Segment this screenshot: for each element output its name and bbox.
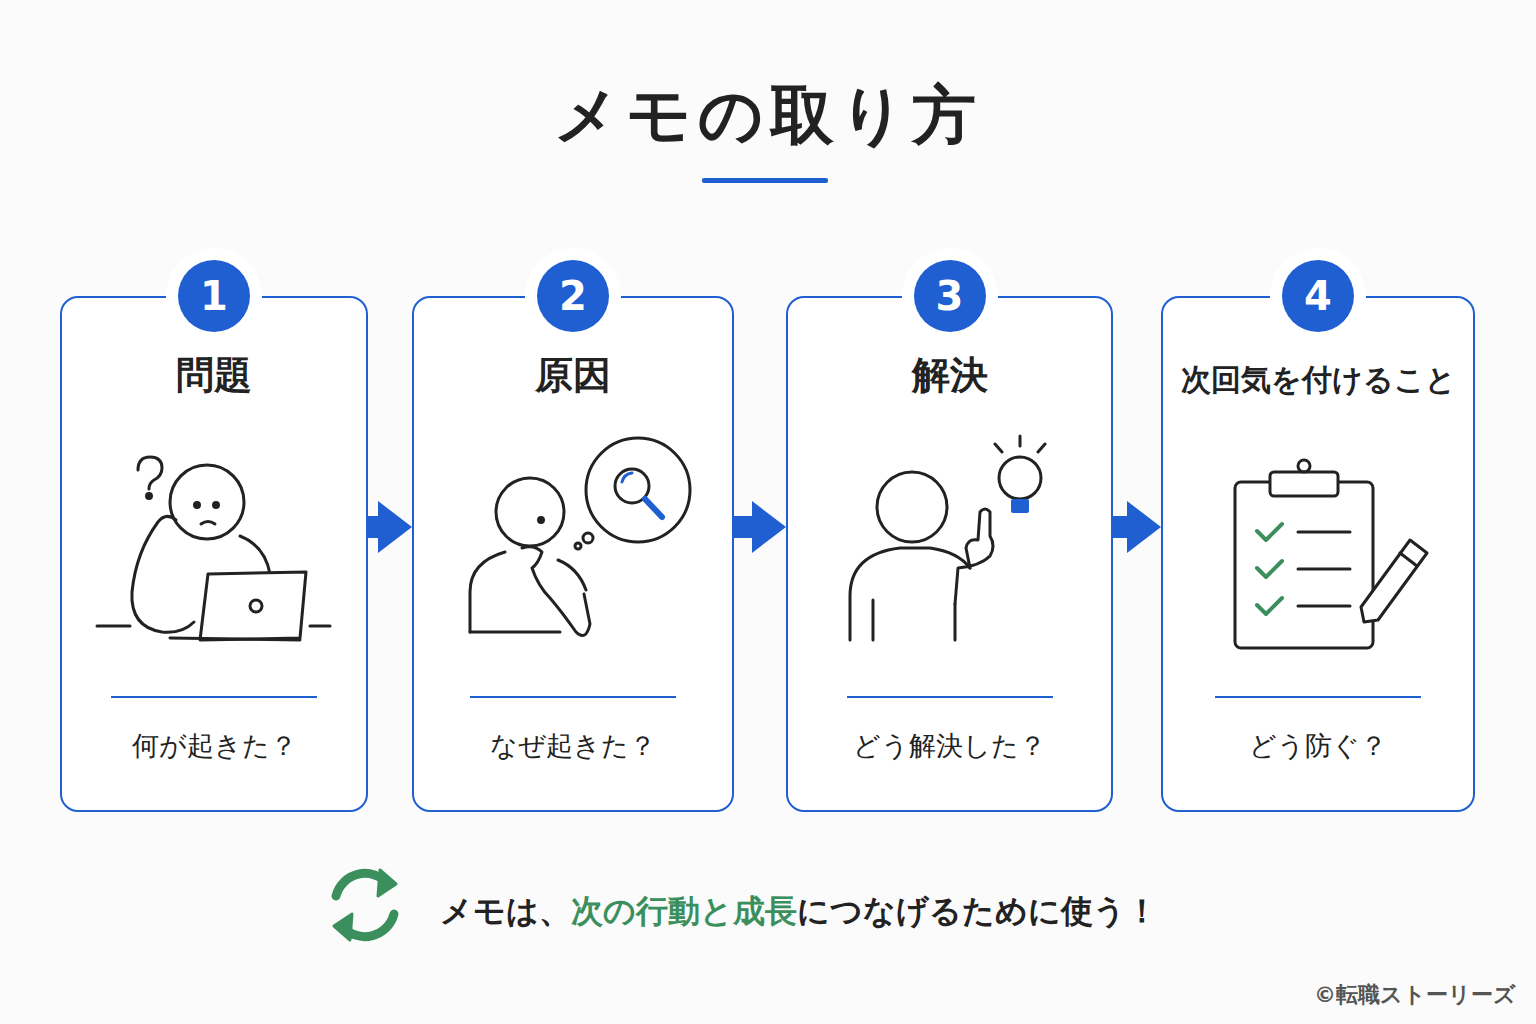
- laptop: [200, 572, 306, 640]
- clipboard: [1235, 482, 1373, 648]
- eye: [195, 503, 200, 508]
- step-question: なぜ起きた？: [414, 728, 732, 764]
- laptop-base: [170, 638, 300, 640]
- question-dot: [147, 494, 152, 499]
- step-card: 4次回気を付けることどう防ぐ？: [1161, 296, 1475, 812]
- bulb-base: [1011, 499, 1029, 513]
- desk: [97, 625, 330, 628]
- cycle-head: [378, 870, 396, 896]
- body-lines: [873, 600, 955, 640]
- bubble-dot: [583, 533, 593, 543]
- checkmarks: [1257, 524, 1282, 614]
- step-card: 3解決どう解決した？: [786, 296, 1113, 812]
- shoulder: [240, 536, 270, 574]
- list-lines: [1298, 532, 1350, 606]
- pencil: [1361, 540, 1427, 622]
- arm: [132, 516, 194, 632]
- idea-person-icon: [850, 436, 1045, 640]
- card-divider: [847, 696, 1053, 698]
- cycle-arc: [336, 873, 388, 896]
- title-underline: [702, 178, 828, 183]
- pointing-hand: [955, 509, 993, 604]
- step-heading: 次回気を付けること: [1163, 360, 1473, 401]
- eye: [539, 518, 544, 523]
- body-base: [470, 631, 560, 634]
- step-number: 3: [914, 260, 986, 332]
- step-card: 1問題何が起きた？: [60, 296, 368, 812]
- card-divider: [111, 696, 317, 698]
- head: [496, 478, 564, 546]
- mouth: [201, 522, 215, 525]
- hand: [522, 547, 590, 636]
- bubble-dot: [575, 543, 581, 549]
- checklist-icon: [1235, 460, 1427, 648]
- body: [850, 548, 970, 640]
- diagram-title: メモの取り方: [0, 72, 1536, 159]
- body: [470, 552, 586, 632]
- lens-glint: [622, 473, 632, 482]
- confused-person-icon: [97, 457, 330, 640]
- magnifier-handle: [645, 499, 662, 517]
- step-number: 1: [178, 260, 250, 332]
- thought-bubble: [586, 438, 690, 542]
- summary-text: につなげるために使う！: [797, 892, 1158, 930]
- step-question: 何が起きた？: [62, 728, 366, 764]
- step-question: どう解決した？: [788, 728, 1111, 764]
- bulb-rays: [995, 436, 1045, 452]
- flow-arrow: [1113, 501, 1161, 553]
- head: [170, 465, 244, 539]
- magnifier-lens: [615, 469, 649, 503]
- step-card: 2原因なぜ起きた？: [412, 296, 734, 812]
- step-heading: 問題: [62, 350, 366, 401]
- cycle-head: [334, 914, 352, 940]
- laptop-logo: [250, 600, 262, 612]
- cycle-icon: [334, 870, 396, 940]
- bulb: [999, 457, 1041, 499]
- flow-arrow: [734, 501, 786, 553]
- step-question: どう防ぐ？: [1163, 728, 1473, 764]
- card-divider: [1215, 696, 1421, 698]
- step-number: 2: [537, 260, 609, 332]
- summary-text: 次の行動と成長: [571, 892, 797, 930]
- question-glyph: [138, 457, 162, 489]
- clip-ring: [1298, 460, 1310, 472]
- card-divider: [470, 696, 676, 698]
- flow-arrow: [368, 501, 412, 553]
- summary-text: メモは、: [440, 892, 571, 930]
- summary-line: メモは、次の行動と成長につなげるために使う！: [440, 890, 1158, 934]
- step-number: 4: [1282, 260, 1354, 332]
- watermark: ©転職ストーリーズ: [1314, 980, 1516, 1010]
- eye: [214, 503, 219, 508]
- clip: [1270, 472, 1338, 496]
- thinking-person-icon: [470, 438, 690, 636]
- head: [877, 472, 947, 542]
- cycle-arc: [342, 914, 394, 937]
- pencil-band: [1400, 553, 1417, 566]
- step-heading: 解決: [788, 350, 1111, 401]
- step-heading: 原因: [414, 350, 732, 401]
